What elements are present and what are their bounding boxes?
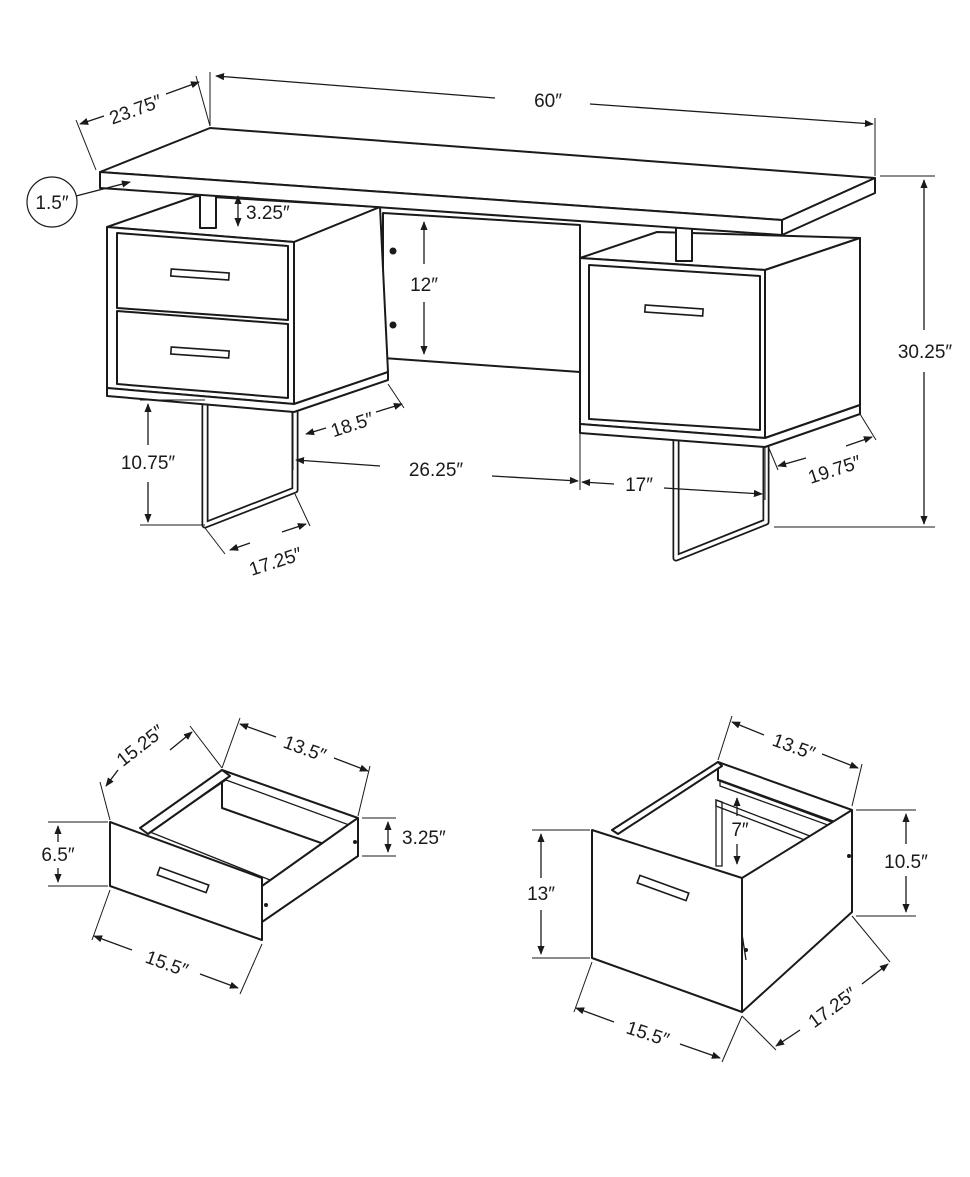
- desk-drawing: [99, 127, 876, 562]
- desk-width-label: 60″: [534, 91, 562, 112]
- small-drawer-depth-label: 15.25″: [113, 721, 169, 771]
- right-cabinet-depth-label: 19.75″: [806, 452, 864, 489]
- right-cabinet: [106, 231, 861, 448]
- knee-space-label: 26.25″: [409, 460, 464, 481]
- riser-gap-label: 3.25″: [246, 203, 290, 224]
- file-drawer-inner-height-label: 7″: [731, 820, 749, 841]
- file-drawer-width-label: 13.5″: [769, 730, 818, 765]
- small-drawer-width-label: 13.5″: [280, 732, 329, 767]
- top-thickness-label: 1.5″: [35, 193, 68, 214]
- right-leg-frame: [672, 428, 770, 562]
- small-drawer-side-height-label: 3.25″: [402, 828, 446, 849]
- small-drawer-front-height-label: 6.5″: [41, 845, 74, 866]
- file-drawer-depth-label: 17.25″: [805, 984, 861, 1033]
- desk-height-label: 30.25″: [898, 342, 953, 363]
- left-cabinet: [106, 195, 389, 405]
- left-cabinet-depth-label: 18.5″: [328, 409, 376, 443]
- leg-frame-depth-label: 17.25″: [247, 544, 305, 581]
- left-riser: [199, 192, 217, 229]
- modesty-height-label: 12″: [410, 275, 438, 296]
- small-drawer-dimensions: 15.25″ 13.5″ 6.5″ 3.25″ 15.5″: [41, 717, 446, 995]
- file-drawer-side-height-label: 10.5″: [884, 852, 928, 873]
- file-drawer-front-height-label: 13″: [527, 884, 555, 905]
- small-drawer-drawing: [109, 769, 359, 941]
- right-cabinet-width-label: 17″: [625, 475, 653, 496]
- small-drawer-front-width-label: 15.5″: [142, 947, 191, 982]
- file-drawer-drawing: [591, 761, 853, 1013]
- file-drawer-front-width-label: 15.5″: [624, 1018, 672, 1052]
- leg-height-label: 10.75″: [121, 453, 176, 474]
- desk-top: [99, 127, 876, 236]
- desk-depth-label: 23.75″: [107, 91, 165, 129]
